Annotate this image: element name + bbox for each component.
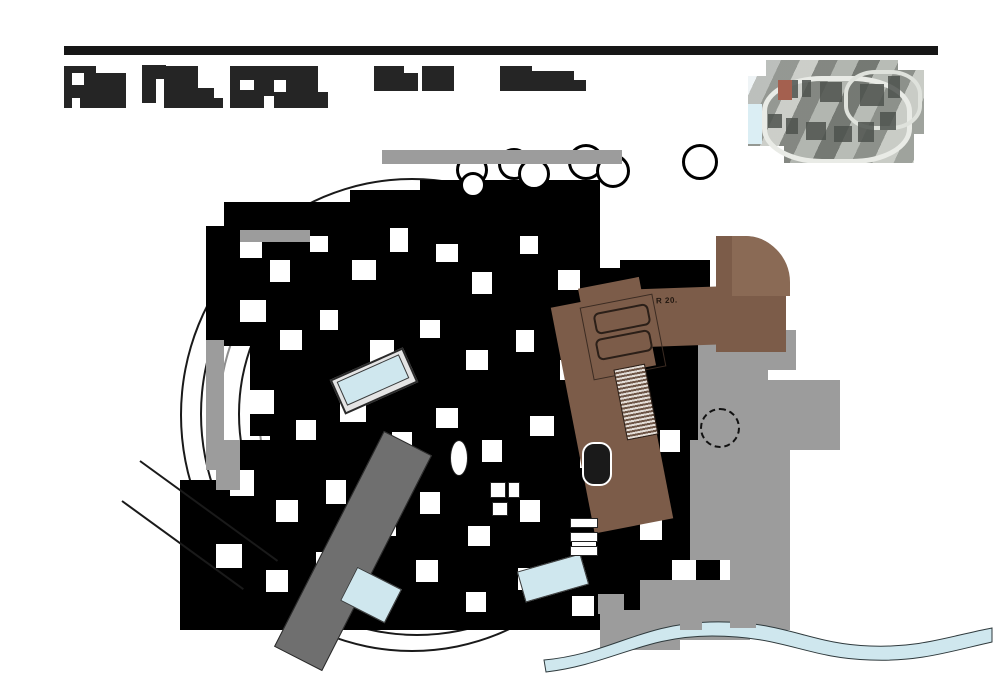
header-rule — [64, 46, 938, 55]
title-glyph — [296, 92, 328, 108]
plan-noise-knockout — [216, 544, 242, 568]
keymap-building — [790, 80, 798, 98]
plan-noise-knockout — [276, 500, 298, 522]
plan-noise-knockout — [240, 300, 266, 322]
keymap-building — [834, 126, 852, 142]
title-glyph — [230, 66, 264, 108]
keymap-mask — [748, 60, 766, 76]
spa-feature[interactable] — [700, 408, 740, 448]
hardscape-paving — [206, 340, 224, 470]
title-glyph — [262, 66, 298, 112]
plan-noise-knockout — [266, 570, 288, 592]
title-glyph — [64, 66, 96, 108]
title-glyph — [296, 66, 318, 96]
keymap-mask — [924, 68, 936, 138]
title-glyph — [186, 88, 214, 108]
plan-noise-knockout — [296, 420, 316, 440]
plan-noise-knockout — [436, 408, 458, 428]
plan-noise-knockout — [520, 500, 540, 522]
driveway-paving — [732, 236, 790, 296]
keymap-building — [860, 84, 884, 106]
keymap-building — [858, 122, 874, 142]
plan-noise-knockout — [352, 260, 376, 280]
plan-noise-knockout — [600, 250, 620, 268]
keymap-building — [820, 82, 842, 102]
keymap-highlighted-unit — [778, 80, 792, 100]
hardscape-paving — [720, 380, 840, 450]
plan-noise-knockout — [326, 480, 346, 504]
plan-noise-knockout — [468, 526, 490, 546]
plan-noise-knockout — [270, 260, 290, 282]
furniture-symbol — [490, 482, 506, 498]
furniture-symbol — [570, 546, 598, 556]
keymap-mask — [914, 134, 936, 163]
furniture-symbol — [570, 518, 598, 528]
furniture-symbol — [492, 502, 508, 516]
outdoor-furniture-group — [582, 442, 612, 486]
furniture-symbol — [450, 440, 468, 476]
plan-noise-knockout — [472, 272, 492, 294]
furniture-symbol — [508, 482, 520, 498]
plan-noise-knockout — [240, 240, 262, 258]
keymap-building — [802, 80, 811, 97]
plan-noise-knockout — [482, 440, 502, 462]
keymap-building — [888, 76, 900, 98]
plan-noise-knockout — [558, 270, 580, 290]
site-locator-key-map[interactable] — [748, 60, 936, 163]
grid-callout[interactable] — [460, 172, 486, 198]
plan-noise-knockout — [640, 520, 662, 540]
plan-noise-knockout — [250, 390, 274, 414]
plan-noise-knockout — [390, 228, 408, 252]
stream-water-feature — [543, 621, 993, 673]
title-glyph — [156, 65, 166, 79]
hardscape-paving — [730, 612, 756, 628]
hardscape-paving — [382, 150, 622, 164]
plan-noise-knockout — [310, 236, 328, 252]
site-plan-drawing[interactable]: R 20. — [120, 140, 993, 680]
plan-noise-knockout — [280, 330, 302, 350]
keymap-building — [786, 118, 798, 134]
plan-noise-knockout — [320, 310, 338, 330]
keymap-water — [748, 104, 762, 144]
keymap-building — [806, 122, 826, 140]
keymap-building — [768, 114, 782, 128]
plan-noise-knockout — [572, 596, 594, 616]
furniture-symbol — [570, 532, 598, 542]
plan-noise-knockout — [420, 320, 440, 338]
plan-noise-knockout — [466, 350, 488, 370]
plan-noise-knockout — [416, 560, 438, 582]
driveway-label: R 20. — [655, 295, 678, 306]
hardscape-paving — [216, 440, 240, 490]
keymap-building — [880, 112, 896, 130]
plan-noise-knockout — [672, 560, 696, 582]
title-glyph — [94, 73, 126, 108]
grid-callout[interactable] — [682, 144, 718, 180]
plan-noise-knockout — [530, 416, 554, 436]
plan-noise-knockout — [516, 330, 534, 352]
plan-noise-knockout — [436, 244, 458, 262]
hardscape-paving — [240, 230, 310, 242]
title-glyph — [214, 98, 223, 108]
hardscape-paving — [640, 610, 664, 624]
title-glyph — [142, 65, 156, 103]
plan-noise-knockout — [466, 592, 486, 612]
keymap-mask — [898, 60, 936, 70]
hardscape-paving — [598, 594, 624, 614]
plan-noise-knockout — [520, 236, 538, 254]
plan-noise-knockout — [420, 492, 440, 514]
hardscape-paving — [680, 618, 702, 630]
plan-noise-knockout — [660, 430, 680, 452]
